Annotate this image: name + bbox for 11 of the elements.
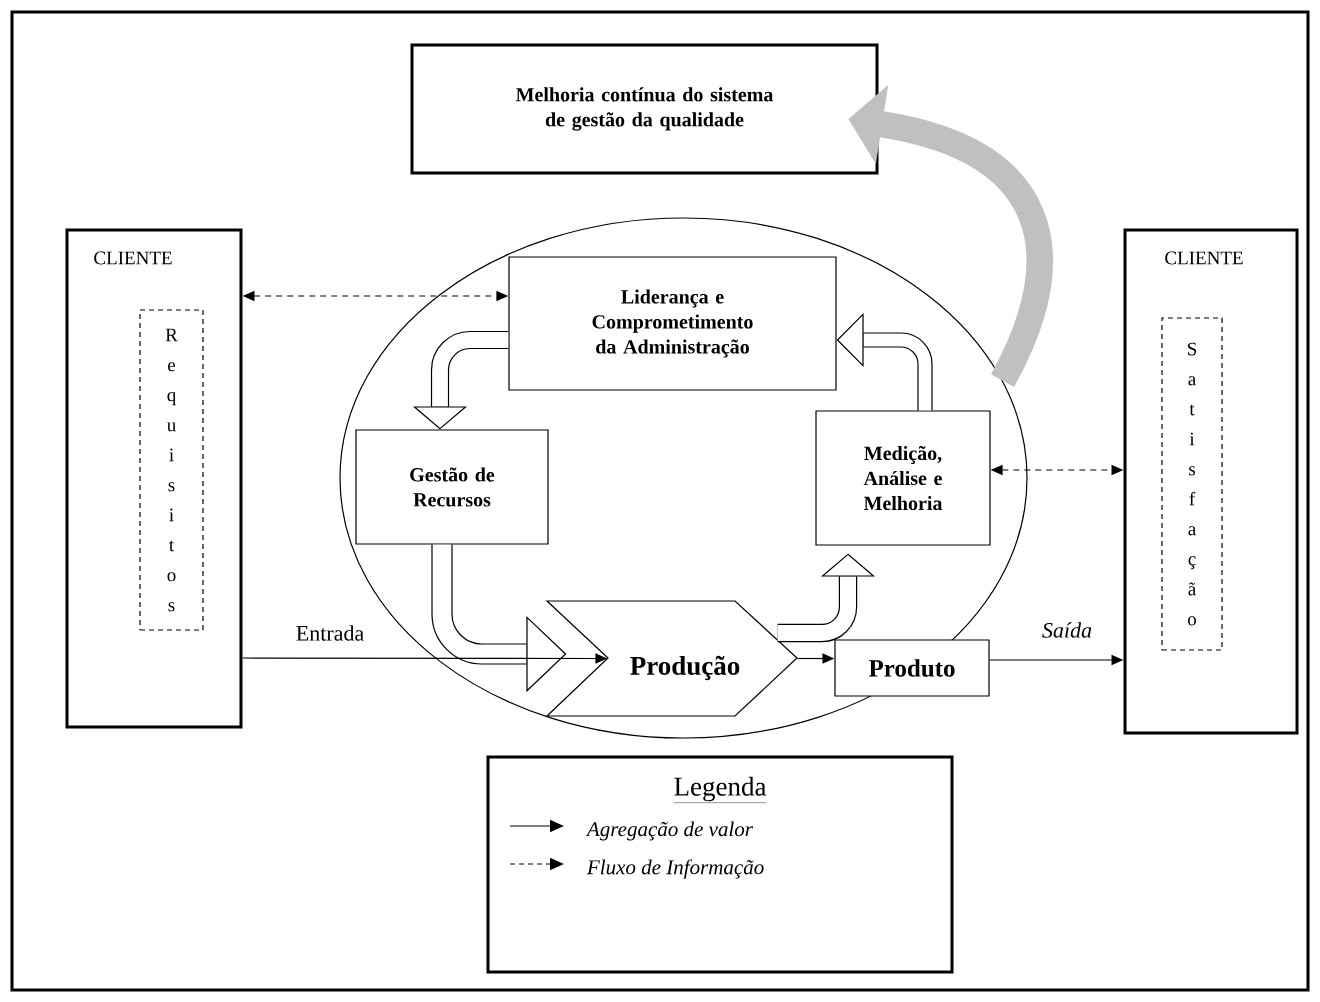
process-box: Liderança e Comprometimento da Administração — [508, 256, 837, 391]
legend-text: Fluxo de Informação — [586, 859, 764, 879]
edge-label: Entrada — [296, 625, 364, 641]
improvement-box: Melhoria contínua do sistema de gestão da qualidade — [410, 43, 879, 175]
legend-title: Legenda — [673, 776, 767, 803]
edge-label: Saída — [1042, 622, 1092, 638]
process-box: Medição, Análise e Melhoria — [815, 410, 991, 546]
vertical-text-box: Requisitos — [139, 309, 204, 631]
legend-text: Agregação de valor — [585, 821, 753, 841]
vertical-text-box: Satisfação — [1161, 317, 1223, 651]
process-box: Gestão de Recursos — [355, 429, 549, 545]
